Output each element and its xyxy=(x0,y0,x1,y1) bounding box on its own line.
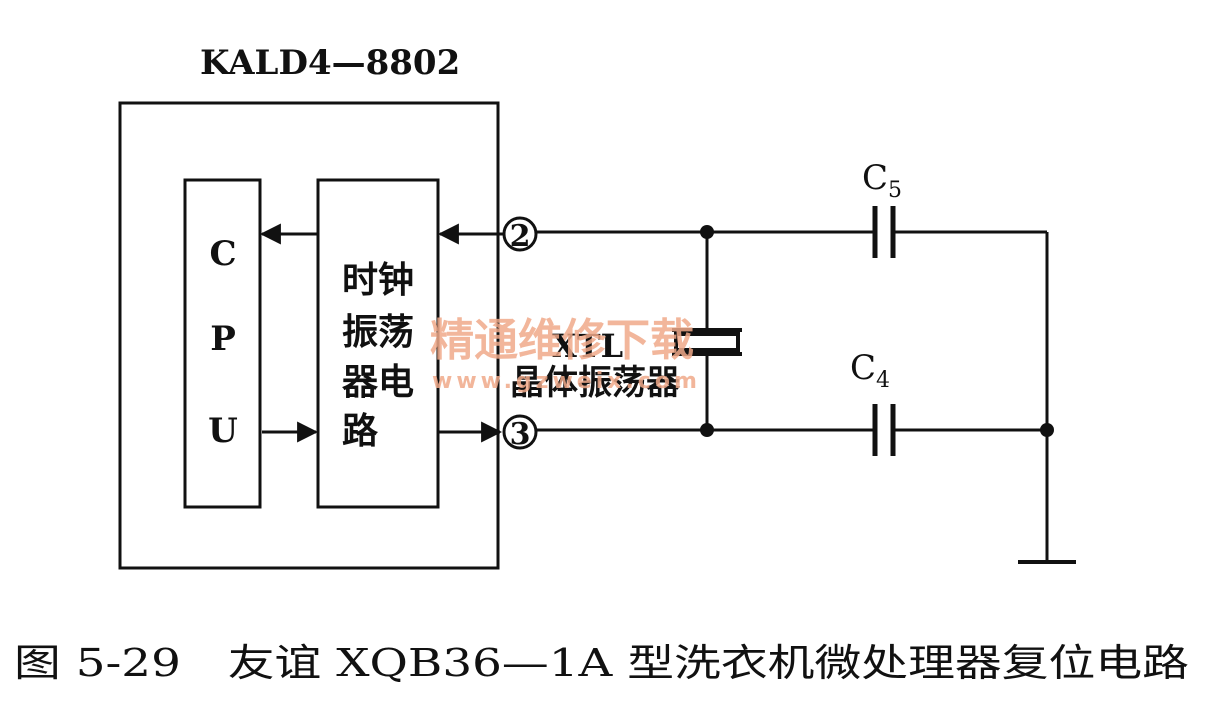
clock-label-line-1: 时钟 xyxy=(342,259,414,301)
cpu-letter-p: P xyxy=(210,319,236,359)
chip-outline xyxy=(118,101,500,570)
pin3-label: 3 xyxy=(510,417,531,452)
cpu-letter-u: U xyxy=(208,411,238,451)
clock-label-line-2: 振荡 xyxy=(342,311,414,353)
crystal-desc-label: 晶体振荡器 xyxy=(510,363,681,403)
junction-dot-top xyxy=(700,225,714,239)
pin2-circle xyxy=(502,216,538,252)
pin3-circle xyxy=(502,414,538,450)
clock-label-line-3: 器电 xyxy=(342,361,414,403)
clock-label-line-4: 路 xyxy=(342,410,379,452)
figure-caption: 图 5-29 友谊 XQB36—1A 型洗衣机微处理器复位电路 xyxy=(14,641,1189,685)
crystal-ref-label: XTL xyxy=(552,327,623,365)
chip-label: KALD4—8802 xyxy=(200,43,460,83)
cpu-letter-c: C xyxy=(209,234,236,274)
watermark-text: 精通维修下载 xyxy=(430,315,694,366)
crystal-body xyxy=(674,332,740,352)
pin2-label: 2 xyxy=(510,219,531,254)
junction-dot-ground xyxy=(1040,423,1054,437)
c5-label: C5 xyxy=(862,158,902,203)
watermark-url: www.gzweix.com xyxy=(432,369,701,394)
c4-label: C4 xyxy=(850,348,890,393)
junction-dot-bottom xyxy=(700,423,714,437)
clock-oscillator-block xyxy=(316,178,440,509)
cpu-block xyxy=(183,178,262,509)
